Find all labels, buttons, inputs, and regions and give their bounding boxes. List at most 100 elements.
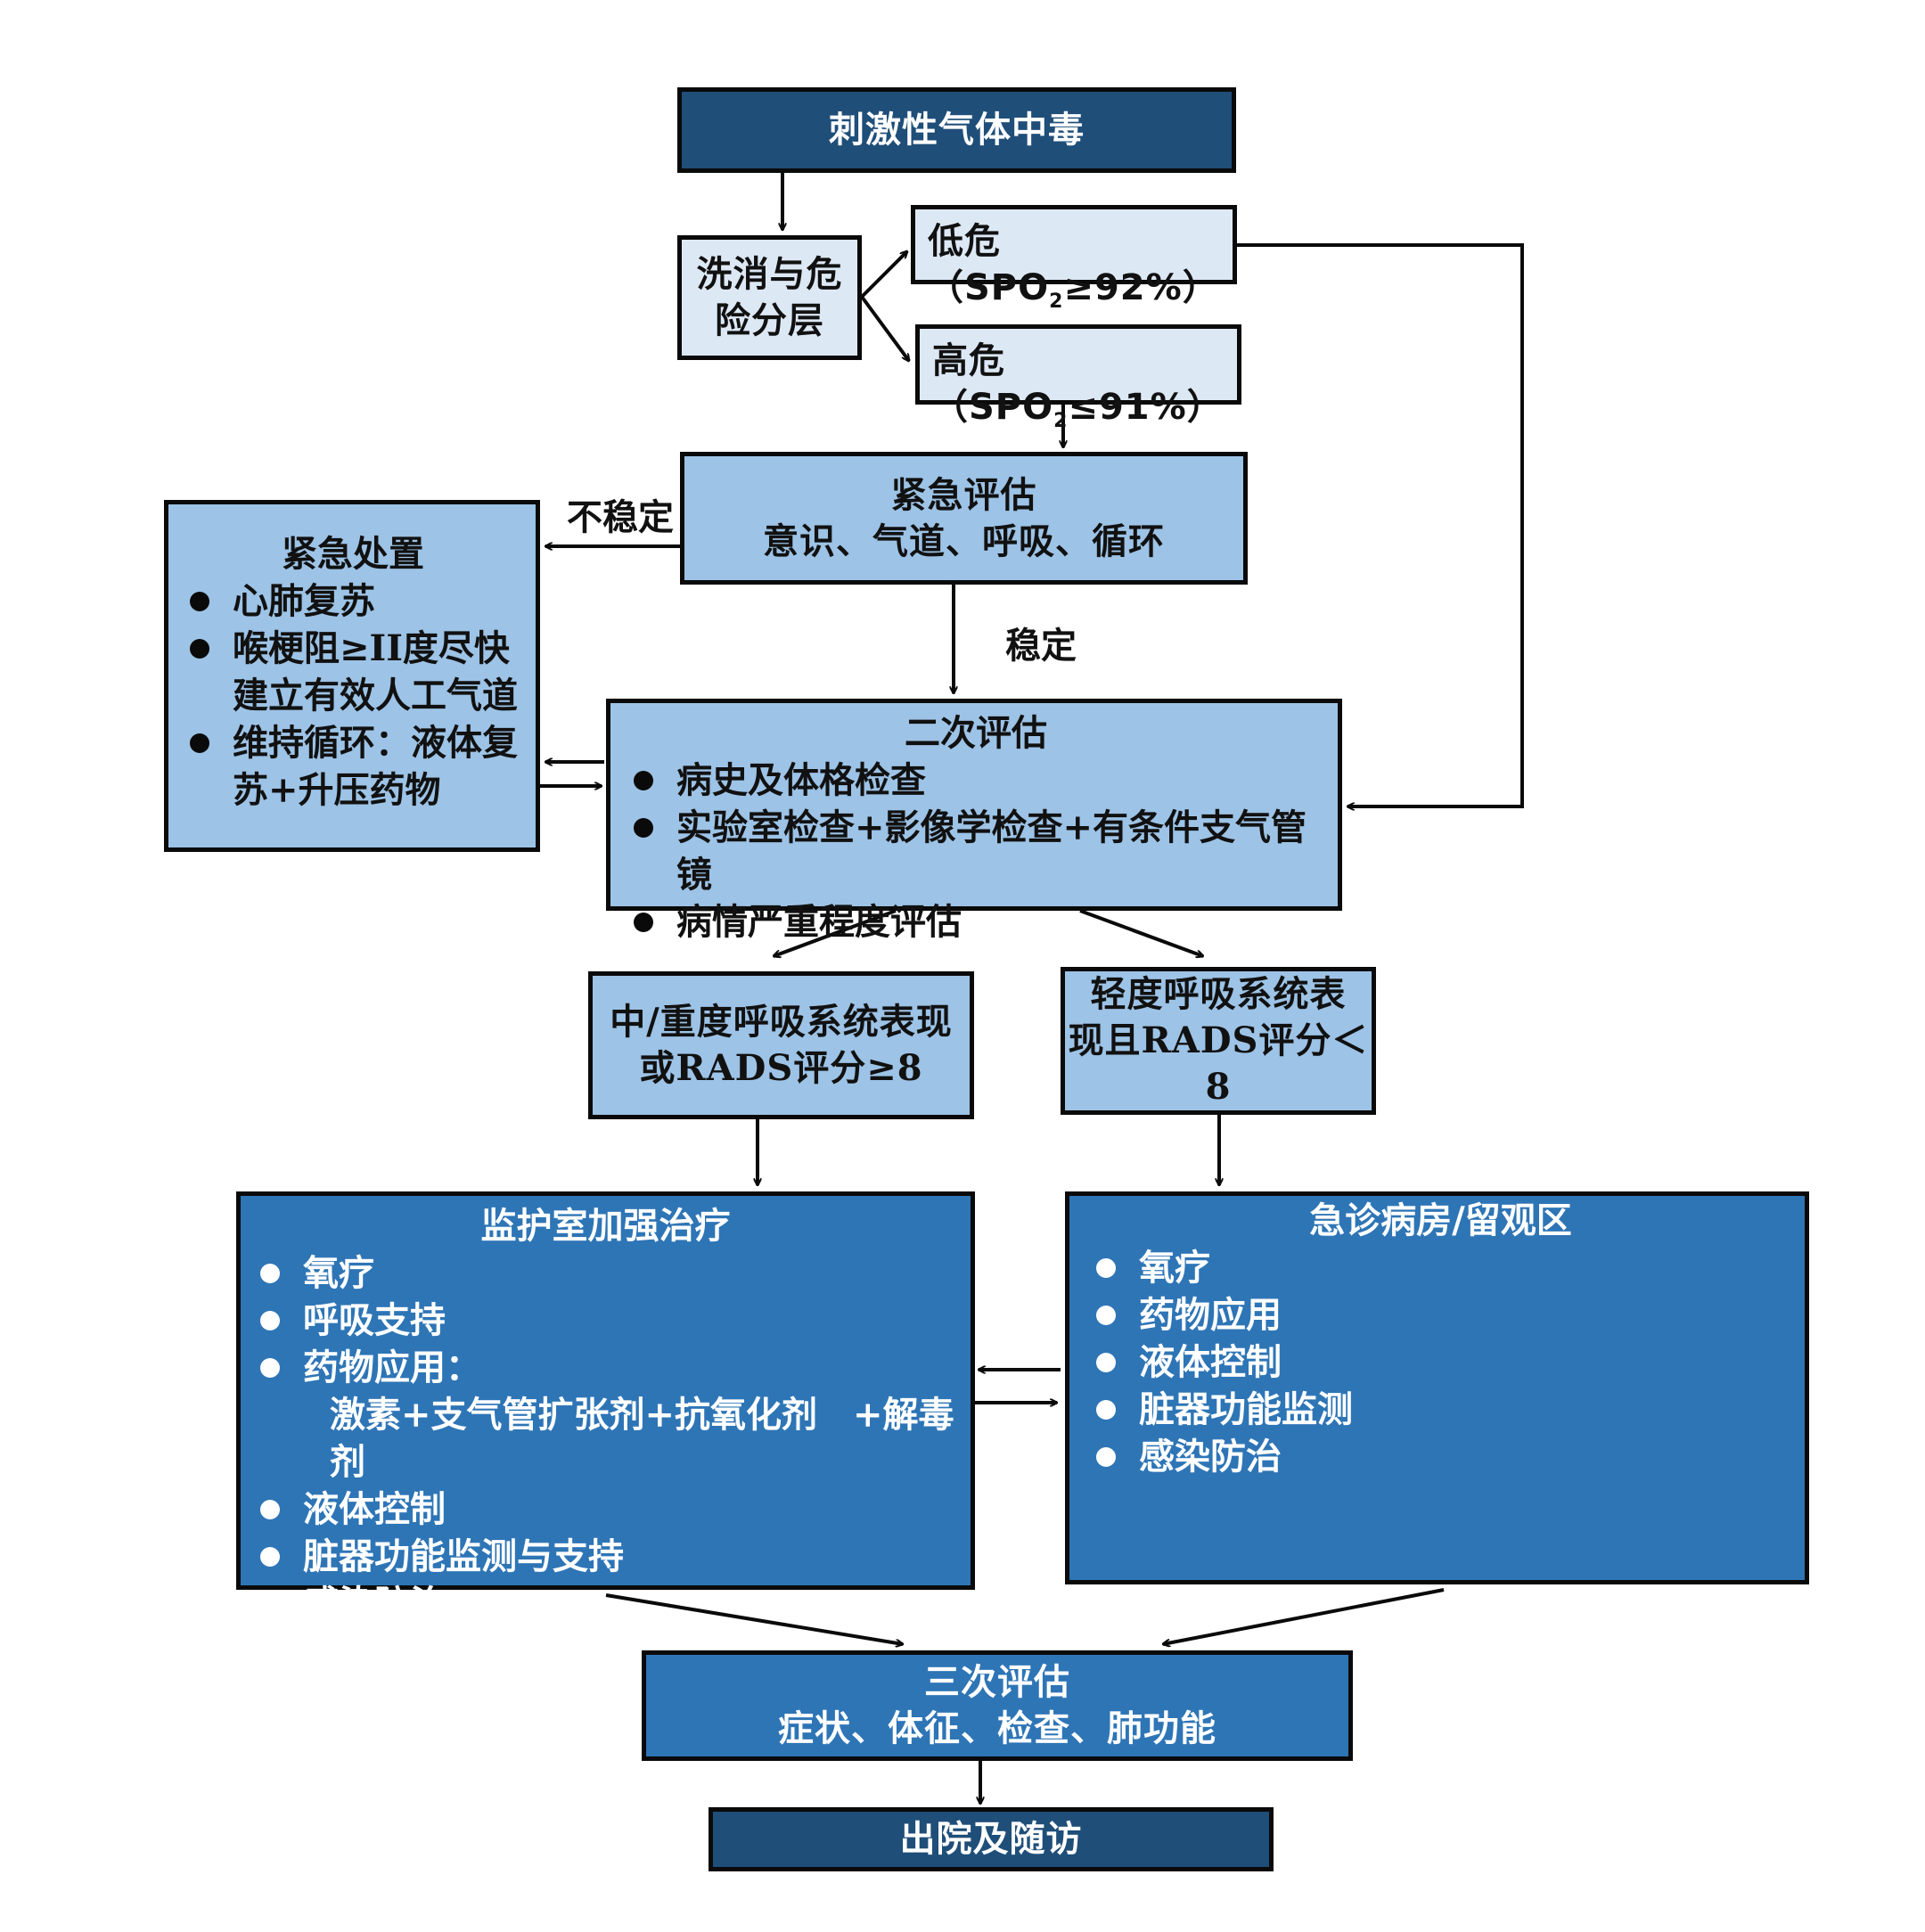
high-risk-cond: ≤91%）: [1068, 387, 1224, 428]
ward-item: 氧疗: [1085, 1244, 1796, 1291]
bullet-icon: [260, 1311, 280, 1330]
ward-item: 感染防治: [1085, 1433, 1796, 1480]
high-risk-prefix: 高危（: [932, 340, 1005, 428]
ward-item: 药物应用: [1085, 1291, 1796, 1338]
secondary-assessment-title: 二次评估: [905, 712, 1047, 754]
ward-item: 液体控制: [1085, 1338, 1796, 1386]
bullet-icon: [634, 818, 653, 838]
emergency-assessment-detail: 意识、气道、呼吸、循环: [763, 520, 1165, 562]
high-risk-spo-text: SPO: [969, 387, 1054, 428]
bullet-icon: [1096, 1400, 1116, 1420]
node-start-label: 刺激性气体中毒: [829, 109, 1085, 151]
secondary-assessment-item-text: 实验室检查+影像学检查+有条件支气管镜: [676, 806, 1307, 896]
bullet-icon: [634, 771, 653, 790]
bullet-icon: [1096, 1447, 1116, 1467]
emergency-treatment-item-text: 维持循环：液体复苏+升压药物: [233, 722, 518, 811]
ward-list: 氧疗 药物应用 液体控制 脏器功能监测 感染防治: [1085, 1244, 1796, 1480]
severe-line-1: 中/重度呼吸系统表现: [610, 1001, 953, 1043]
bullet-icon: [190, 592, 209, 611]
emergency-treatment-item-text: 喉梗阻≥II度尽快建立有效人工气道: [233, 627, 518, 716]
emergency-assessment-title: 紧急评估: [890, 473, 1037, 516]
secondary-assessment-item: 病史及体格检查: [623, 757, 1329, 804]
bullet-icon: [260, 1264, 280, 1283]
bullet-icon: [1096, 1306, 1116, 1325]
icu-item-detail-text: 激素+支气管扩张剂+抗氧化剂 +解毒剂: [330, 1394, 954, 1483]
icu-item: 药物应用：: [250, 1344, 962, 1391]
icu-item-text: 液体控制: [303, 1488, 446, 1530]
icu-item: 液体控制: [250, 1486, 962, 1533]
emergency-treatment-item: 喉梗阻≥II度尽快建立有效人工气道: [179, 625, 527, 719]
icu-item: 氧疗: [250, 1249, 962, 1297]
node-secondary-assessment: 二次评估 病史及体格检查 实验室检查+影像学检查+有条件支气管镜 病情严重程度评…: [606, 699, 1342, 943]
icu-item: 脏器功能监测与支持: [250, 1533, 962, 1580]
mild-line-1: 轻度呼吸系统表: [1090, 973, 1347, 1015]
tertiary-assessment-detail: 症状、体征、检查、肺功能: [778, 1707, 1216, 1749]
high-risk-label: 高危（SPO2≤91%）: [932, 340, 1224, 432]
low-risk-spo: SPO2≥92%）: [964, 267, 1219, 313]
ward-item-text: 氧疗: [1139, 1247, 1210, 1289]
node-emergency-ward: 急诊病房/留观区 氧疗 药物应用 液体控制 脏器功能监测 感染防治: [1065, 1191, 1809, 1584]
bullet-icon: [634, 913, 653, 932]
arrow-decon-to-low: [860, 251, 907, 299]
high-risk-spo-sub: 2: [1053, 410, 1069, 432]
secondary-assessment-item-text: 病情严重程度评估: [676, 901, 962, 943]
node-start: 刺激性气体中毒: [677, 87, 1236, 173]
icu-item-text: 呼吸支持: [303, 1299, 446, 1341]
icu-item: 感染防治: [250, 1580, 962, 1627]
bullet-icon: [260, 1547, 280, 1567]
arrow-ward-to-tertiary: [1163, 1588, 1445, 1644]
node-low-risk: 低危（SPO2≥92%）: [911, 205, 1237, 313]
emergency-treatment-list: 心肺复苏 喉梗阻≥II度尽快建立有效人工气道 维持循环：液体复苏+升压药物: [179, 577, 527, 814]
icu-item: 呼吸支持: [250, 1297, 962, 1344]
icu-item-text: 氧疗: [303, 1252, 374, 1294]
low-risk-spo-text: SPO: [964, 267, 1050, 308]
low-risk-prefix: 低危（: [928, 220, 1001, 308]
bullet-icon: [190, 639, 209, 659]
icu-item-text: 感染防治: [303, 1583, 446, 1625]
ward-title: 急诊病房/留观区: [1309, 1199, 1572, 1241]
node-emergency-treatment: 紧急处置 心肺复苏 喉梗阻≥II度尽快建立有效人工气道 维持循环：液体复苏+升压…: [164, 500, 540, 852]
arrow-decon-to-high: [860, 295, 909, 361]
secondary-assessment-item: 病情严重程度评估: [623, 898, 1329, 946]
icu-list: 氧疗 呼吸支持 药物应用： 激素+支气管扩张剂+抗氧化剂 +解毒剂 液体控制 脏…: [250, 1249, 962, 1627]
bullet-icon: [190, 733, 209, 753]
icu-title: 监护室加强治疗: [480, 1205, 731, 1247]
ward-item-text: 感染防治: [1139, 1436, 1282, 1478]
tertiary-assessment-title: 三次评估: [924, 1661, 1070, 1703]
emergency-treatment-item-text: 心肺复苏: [233, 580, 375, 622]
low-risk-label: 低危（SPO2≥92%）: [928, 220, 1219, 313]
emergency-treatment-title: 紧急处置: [282, 533, 424, 575]
node-tertiary-assessment: 三次评估 症状、体征、检查、肺功能: [642, 1650, 1353, 1761]
bullet-icon: [260, 1500, 280, 1519]
discharge-label: 出院及随访: [899, 1818, 1083, 1860]
edge-label-stable: 稳定: [1005, 625, 1077, 667]
ward-item: 脏器功能监测: [1085, 1386, 1796, 1433]
secondary-assessment-item-text: 病史及体格检查: [676, 759, 926, 801]
node-decontamination: 洗消与危 险分层: [677, 235, 862, 360]
icu-item-text: 脏器功能监测与支持: [303, 1535, 624, 1577]
ward-item-text: 液体控制: [1139, 1341, 1282, 1383]
bullet-icon: [260, 1594, 280, 1614]
decon-line-1: 洗消与危: [696, 253, 843, 295]
node-discharge-followup: 出院及随访: [709, 1807, 1274, 1871]
node-icu-intensive-care: 监护室加强治疗 氧疗 呼吸支持 药物应用： 激素+支气管扩张剂+抗氧化剂 +解毒…: [236, 1191, 975, 1625]
secondary-assessment-item: 实验室检查+影像学检查+有条件支气管镜: [623, 804, 1329, 898]
emergency-treatment-item: 心肺复苏: [179, 577, 527, 625]
icu-item-text: 药物应用：: [303, 1347, 481, 1388]
edge-label-unstable: 不稳定: [567, 496, 674, 538]
decon-line-2: 险分层: [715, 299, 824, 341]
low-risk-cond: ≥92%）: [1063, 267, 1219, 308]
ward-item-text: 药物应用: [1139, 1294, 1282, 1336]
ward-item-text: 脏器功能监测: [1139, 1388, 1353, 1430]
high-risk-spo: SPO2≤91%）: [969, 387, 1224, 432]
mild-line-2: 现且RADS评分＜8: [1068, 1019, 1369, 1108]
emergency-treatment-item: 维持循环：液体复苏+升压药物: [179, 719, 527, 814]
bullet-icon: [1096, 1258, 1116, 1278]
low-risk-spo-sub: 2: [1049, 291, 1064, 313]
bullet-icon: [1096, 1353, 1116, 1372]
bullet-icon: [260, 1358, 280, 1378]
node-mild-respiratory: 轻度呼吸系统表 现且RADS评分＜8: [1061, 967, 1376, 1115]
severe-line-2: 或RADS评分≥8: [639, 1047, 923, 1089]
secondary-assessment-list: 病史及体格检查 实验室检查+影像学检查+有条件支气管镜 病情严重程度评估: [623, 757, 1329, 946]
node-emergency-assessment: 紧急评估 意识、气道、呼吸、循环: [680, 452, 1248, 585]
